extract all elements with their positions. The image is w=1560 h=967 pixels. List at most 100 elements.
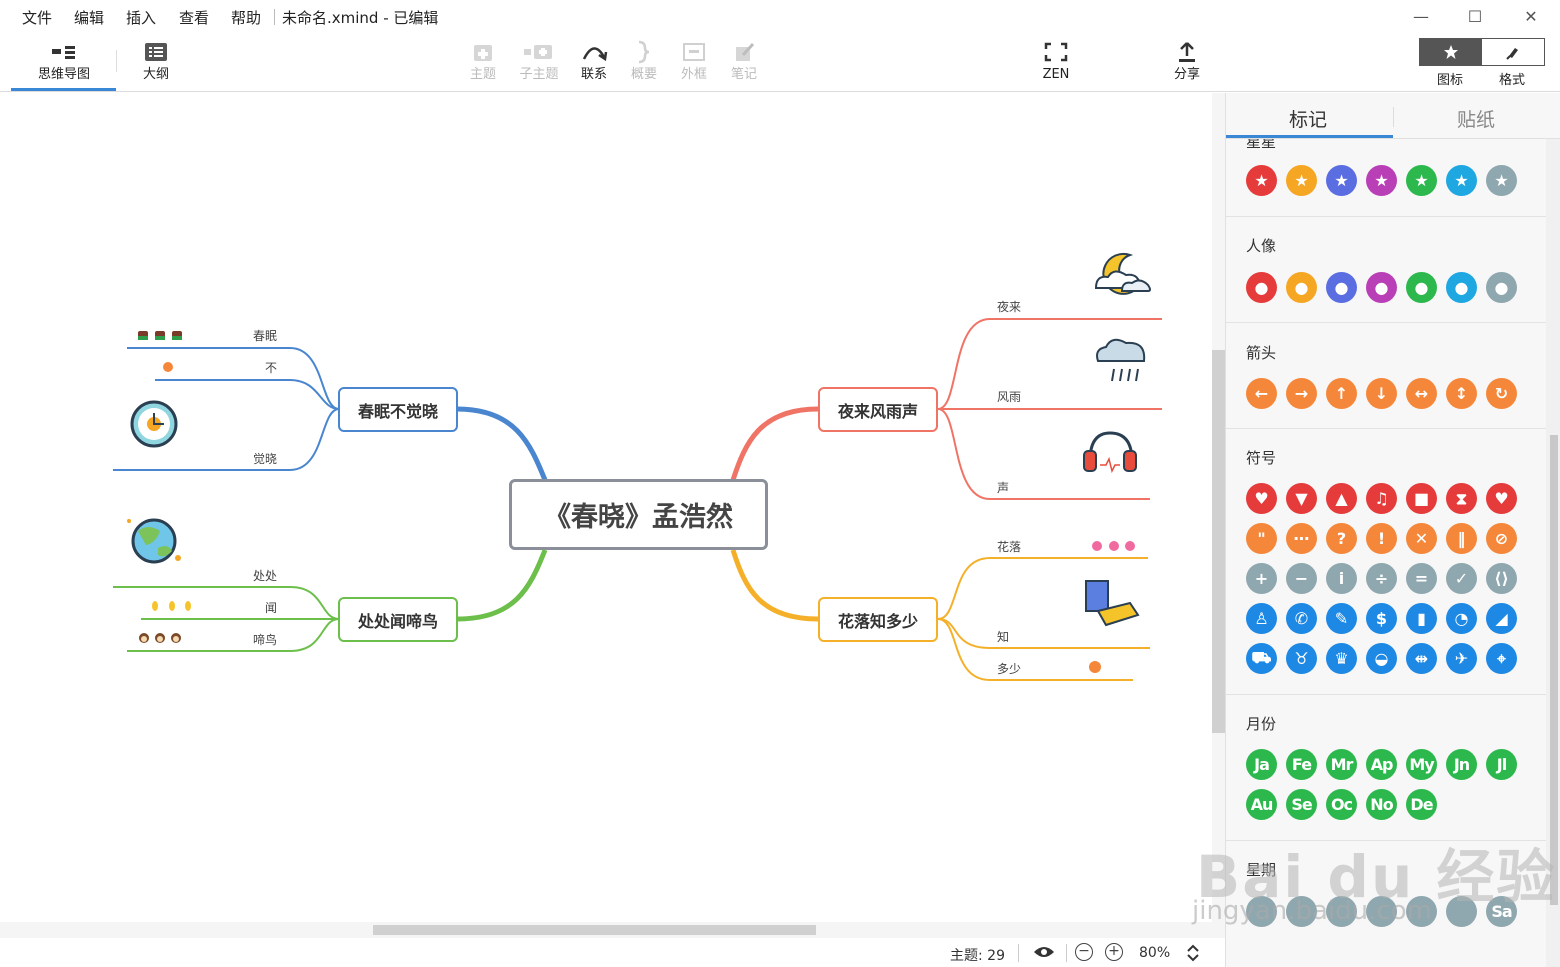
- month-marker-icon[interactable]: Jl: [1486, 749, 1517, 780]
- relationship-button[interactable]: 联系: [564, 38, 624, 90]
- weekday-marker-icon[interactable]: [1326, 896, 1357, 927]
- scrollbar-thumb[interactable]: [1550, 435, 1558, 905]
- symbol-marker-icon[interactable]: ■: [1406, 483, 1437, 514]
- symbol-marker-icon[interactable]: ": [1246, 523, 1277, 554]
- symbol-marker-icon[interactable]: ▲: [1326, 483, 1357, 514]
- panel-scrollbar[interactable]: [1546, 139, 1560, 967]
- zoom-in-button[interactable]: +: [1105, 943, 1123, 961]
- format-panel-tab[interactable]: [1482, 39, 1544, 65]
- symbol-marker-icon[interactable]: ⟨⟩: [1486, 563, 1517, 594]
- subtopic-leaf[interactable]: 花落: [997, 540, 1022, 554]
- symbol-marker-icon[interactable]: ⇹: [1406, 643, 1437, 674]
- topic-button[interactable]: 主题: [453, 38, 513, 90]
- weekday-marker-icon[interactable]: [1406, 896, 1437, 927]
- month-marker-icon[interactable]: Se: [1286, 789, 1317, 820]
- symbol-marker-icon[interactable]: ♛: [1326, 643, 1357, 674]
- subtopic-button[interactable]: 子主题: [509, 38, 569, 90]
- mindmap-view-button[interactable]: 思维导图: [34, 38, 94, 90]
- zoom-level[interactable]: 80%: [1139, 945, 1171, 961]
- month-marker-icon[interactable]: Fe: [1286, 749, 1317, 780]
- symbol-marker-icon[interactable]: ✎: [1326, 603, 1357, 634]
- icon-panel-tab[interactable]: [1420, 39, 1482, 65]
- person-marker-icon[interactable]: ●: [1326, 272, 1357, 303]
- star-marker-icon[interactable]: ★: [1486, 165, 1517, 196]
- month-marker-icon[interactable]: Ja: [1246, 749, 1277, 780]
- person-marker-icon[interactable]: ●: [1246, 272, 1277, 303]
- symbol-marker-icon[interactable]: =: [1406, 563, 1437, 594]
- month-marker-icon[interactable]: Oc: [1326, 789, 1357, 820]
- eye-icon[interactable]: [1033, 945, 1055, 959]
- subtopic-leaf[interactable]: 啼鸟: [253, 633, 278, 647]
- star-marker-icon[interactable]: ★: [1366, 165, 1397, 196]
- symbol-marker-icon[interactable]: ?: [1326, 523, 1357, 554]
- canvas-horizontal-scrollbar[interactable]: [0, 922, 1212, 938]
- symbol-marker-icon[interactable]: ♫: [1366, 483, 1397, 514]
- weekday-marker-icon[interactable]: Sa: [1486, 896, 1517, 927]
- zoom-out-button[interactable]: −: [1075, 943, 1093, 961]
- symbol-marker-icon[interactable]: ♥: [1486, 483, 1517, 514]
- symbol-marker-icon[interactable]: +: [1246, 563, 1277, 594]
- symbol-marker-icon[interactable]: ✓: [1446, 563, 1477, 594]
- notes-button[interactable]: 笔记: [714, 38, 774, 90]
- subtopic-leaf[interactable]: 多少: [997, 662, 1022, 676]
- month-marker-icon[interactable]: Ap: [1366, 749, 1397, 780]
- scrollbar-thumb[interactable]: [373, 925, 816, 935]
- month-marker-icon[interactable]: Jn: [1446, 749, 1477, 780]
- weekday-marker-icon[interactable]: [1446, 896, 1477, 927]
- star-marker-icon[interactable]: ★: [1406, 165, 1437, 196]
- close-icon[interactable]: ✕: [1524, 7, 1538, 26]
- symbol-marker-icon[interactable]: ✕: [1406, 523, 1437, 554]
- menu-edit[interactable]: 编辑: [74, 9, 105, 27]
- topic-birds-everywhere[interactable]: 处处闻啼鸟: [338, 597, 458, 642]
- symbol-marker-icon[interactable]: !: [1366, 523, 1397, 554]
- symbol-marker-icon[interactable]: ▼: [1286, 483, 1317, 514]
- topic-night-wind-rain[interactable]: 夜来风雨声: [818, 387, 938, 432]
- weekday-marker-icon[interactable]: [1286, 896, 1317, 927]
- central-topic[interactable]: 《春晓》孟浩然: [509, 479, 768, 550]
- subtopic-leaf[interactable]: 处处: [253, 569, 278, 583]
- star-marker-icon[interactable]: ★: [1446, 165, 1477, 196]
- arrow-marker-icon[interactable]: ↻: [1486, 378, 1517, 409]
- minimize-icon[interactable]: —: [1413, 7, 1429, 26]
- symbol-marker-icon[interactable]: ⌖: [1486, 643, 1517, 674]
- symbol-marker-icon[interactable]: −: [1286, 563, 1317, 594]
- maximize-icon[interactable]: ☐: [1467, 7, 1483, 26]
- symbol-marker-icon[interactable]: ♥: [1246, 483, 1277, 514]
- person-marker-icon[interactable]: ●: [1366, 272, 1397, 303]
- menu-file[interactable]: 文件: [22, 9, 53, 27]
- subtopic-leaf[interactable]: 知: [997, 630, 1010, 644]
- zen-button[interactable]: ZEN: [1026, 38, 1086, 90]
- weekday-marker-icon[interactable]: [1366, 896, 1397, 927]
- menu-help[interactable]: 帮助: [231, 9, 262, 27]
- symbol-marker-icon[interactable]: ⛟: [1246, 643, 1277, 674]
- tab-markers[interactable]: 标记: [1289, 109, 1328, 131]
- symbol-marker-icon[interactable]: ♙: [1246, 603, 1277, 634]
- subtopic-leaf[interactable]: 不: [265, 361, 278, 375]
- symbol-marker-icon[interactable]: ⋯: [1286, 523, 1317, 554]
- menu-insert[interactable]: 插入: [126, 9, 157, 27]
- person-marker-icon[interactable]: ●: [1286, 272, 1317, 303]
- symbol-marker-icon[interactable]: i: [1326, 563, 1357, 594]
- symbol-marker-icon[interactable]: ♉: [1286, 643, 1317, 674]
- month-marker-icon[interactable]: De: [1406, 789, 1437, 820]
- canvas-vertical-scrollbar[interactable]: [1212, 93, 1225, 938]
- symbol-marker-icon[interactable]: ◢: [1486, 603, 1517, 634]
- symbol-marker-icon[interactable]: ✈: [1446, 643, 1477, 674]
- mindmap-canvas[interactable]: 《春晓》孟浩然 春眠不觉晓 处处闻啼鸟 夜来风雨声 花落知多少 春眠 不 觉晓 …: [0, 93, 1212, 938]
- symbol-marker-icon[interactable]: ✆: [1286, 603, 1317, 634]
- tab-stickers[interactable]: 贴纸: [1457, 109, 1496, 131]
- person-marker-icon[interactable]: ●: [1406, 272, 1437, 303]
- arrow-marker-icon[interactable]: ↔: [1406, 378, 1437, 409]
- month-marker-icon[interactable]: Au: [1246, 789, 1277, 820]
- weekday-marker-icon[interactable]: [1246, 896, 1277, 927]
- arrow-marker-icon[interactable]: →: [1286, 378, 1317, 409]
- symbol-marker-icon[interactable]: ◒: [1366, 643, 1397, 674]
- month-marker-icon[interactable]: No: [1366, 789, 1397, 820]
- symbol-marker-icon[interactable]: ÷: [1366, 563, 1397, 594]
- star-marker-icon[interactable]: ★: [1286, 165, 1317, 196]
- symbol-marker-icon[interactable]: ⧗: [1446, 483, 1477, 514]
- topic-fallen-flowers[interactable]: 花落知多少: [818, 597, 938, 642]
- symbol-marker-icon[interactable]: ◔: [1446, 603, 1477, 634]
- subtopic-leaf[interactable]: 风雨: [997, 390, 1022, 404]
- scrollbar-thumb[interactable]: [1212, 350, 1225, 733]
